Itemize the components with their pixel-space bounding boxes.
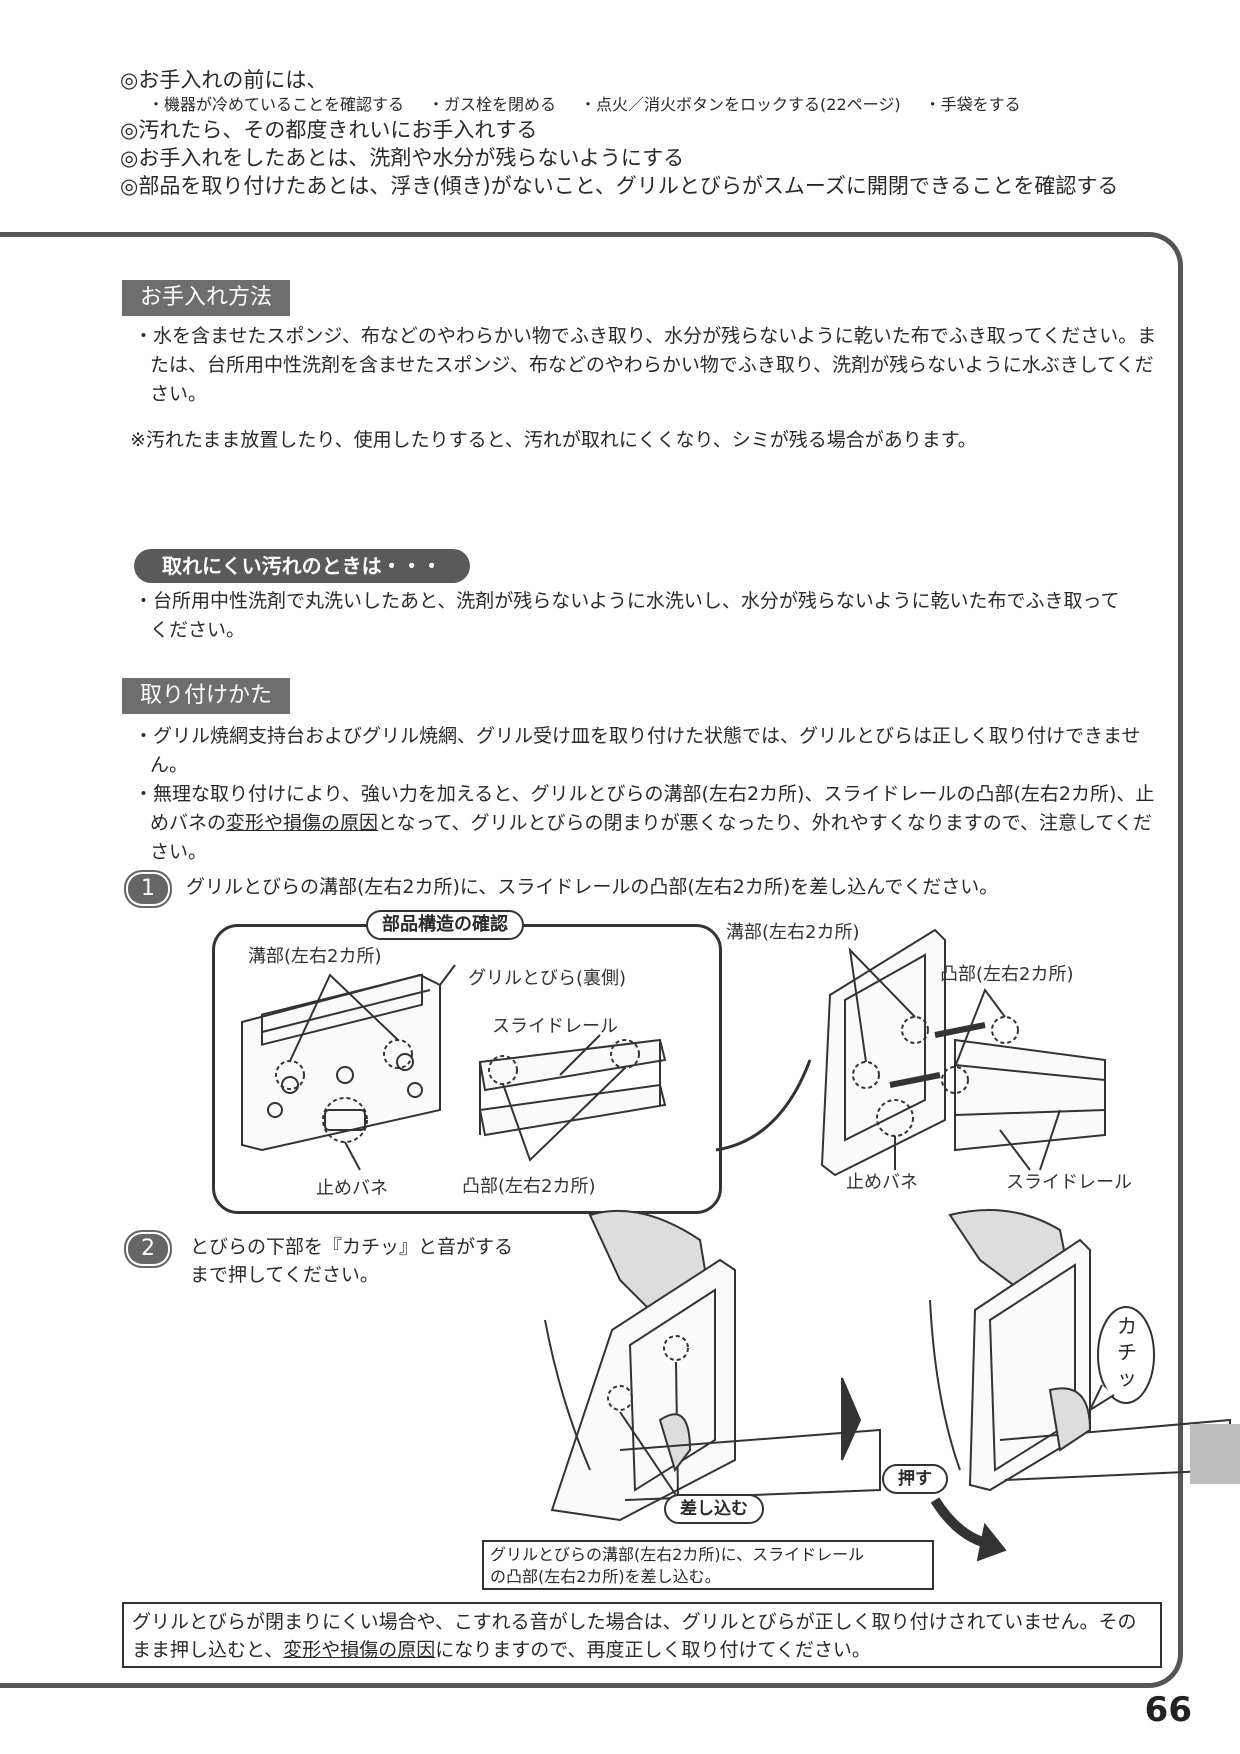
label-boss-right: 凸部(左右2カ所) (940, 964, 1074, 985)
intro-notes: ◎お手入れの前には、 ・機器が冷めていることを確認する ・ガス栓を閉める ・点火／消… (120, 66, 1118, 200)
label-groove-right: 溝部(左右2カ所) (726, 922, 860, 943)
intro-line-before-care: ◎お手入れの前には、 (120, 68, 328, 92)
page-number: 66 (1144, 1690, 1192, 1730)
content-frame (0, 232, 1183, 1688)
stubborn-heading: 取れにくい汚れのときは・・・ (134, 549, 470, 583)
stubborn-bullet: ・台所用中性洗剤で丸洗いしたあと、洗剤が残らないように水洗いし、水分が残らないよ… (134, 590, 1120, 641)
parts-structure-title: 部品構造の確認 (366, 910, 524, 940)
label-groove-left: 溝部(左右2カ所) (248, 946, 382, 967)
underline-damage-cause-2: 変形や損傷の原因 (283, 1639, 436, 1661)
intro-checklist: ・機器が冷めていることを確認する ・ガス栓を閉める ・点火／消火ボタンをロックする(… (120, 94, 1118, 116)
install-bullet-1: ・グリル焼網支持台およびグリル焼網、グリル受け皿を取り付けた状態では、グリルとび… (134, 725, 1141, 776)
step-1-badge: 1 (124, 870, 172, 908)
care-heading: お手入れ方法 (122, 280, 291, 316)
check-gas-valve: ・ガス栓を閉める (428, 95, 557, 114)
care-bullet: ・水を含ませたスポンジ、布などのやわらかい物でふき取り、水分が残らないように乾い… (134, 325, 1157, 405)
label-door-back: グリルとびら(裏側) (468, 968, 627, 989)
warning-box: グリルとびらが閉まりにくい場合や、こすれる音がした場合は、グリルとびらが正しく取… (122, 1602, 1162, 1668)
label-spring-left: 止めバネ (316, 1178, 388, 1199)
step-1-text: グリルとびらの溝部(左右2カ所)に、スライドレールの凸部(左右2カ所)を差し込ん… (186, 876, 999, 898)
intro-line-check-parts: ◎部品を取り付けたあとは、浮き(傾き)がないこと、グリルとびらがスムーズに開閉で… (120, 174, 1119, 198)
label-rail-left: スライドレール (492, 1016, 618, 1037)
care-note: ※汚れたまま放置したり、使用したりすると、汚れが取れにくくなり、シミが残る場合が… (130, 429, 977, 451)
tag-push: 押す (882, 1464, 948, 1494)
click-sound-text: カチッ (1117, 1314, 1137, 1390)
label-rail-right: スライドレール (1006, 1172, 1132, 1193)
check-gloves: ・手袋をする (924, 95, 1021, 114)
section-tab (1190, 1424, 1240, 1484)
tag-insert: 差し込む (664, 1494, 764, 1524)
install-bullet-2: ・無理な取り付けにより、強い力を加えると、グリルとびらの溝部(左右2カ所)、スラ… (134, 783, 1155, 863)
underline-damage-cause: 変形や損傷の原因 (226, 812, 379, 834)
intro-line-clean-each-time: ◎汚れたら、その都度きれいにお手入れする (120, 118, 538, 142)
check-cooled: ・機器が冷めていることを確認する (148, 95, 405, 114)
step-2-text: とびらの下部を『カチッ』と音がする まで押してください。 (190, 1236, 514, 1286)
install-bullets: ・グリル焼網支持台およびグリル焼網、グリル受け皿を取り付けた状態では、グリルとび… (134, 722, 1164, 867)
check-lock-button: ・点火／消火ボタンをロックする(22ページ) (580, 95, 901, 114)
intro-line-no-residue: ◎お手入れをしたあとは、洗剤や水分が残らないようにする (120, 146, 685, 170)
install-heading: 取り付けかた (122, 678, 291, 714)
label-boss-left: 凸部(左右2カ所) (462, 1176, 596, 1197)
insert-callout: グリルとびらの溝部(左右2カ所)に、スライドレール の凸部(左右2カ所)を差し込… (482, 1540, 934, 1590)
label-spring-right: 止めバネ (846, 1172, 918, 1193)
step-2-badge: 2 (124, 1230, 172, 1268)
